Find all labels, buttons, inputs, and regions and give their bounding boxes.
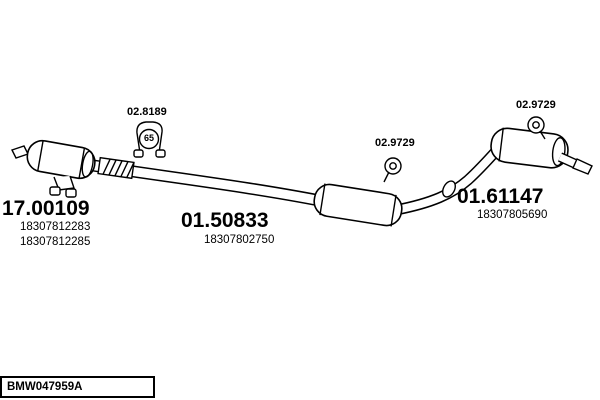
rubber-mount-1 xyxy=(383,157,402,183)
rubber-mount-2 xyxy=(527,116,546,140)
pipe-clamp xyxy=(442,180,456,198)
rear-muffler xyxy=(490,127,593,175)
tailpipe-tip xyxy=(572,158,593,175)
center-muffler xyxy=(313,183,403,227)
drawing-number-box: BMW047959A xyxy=(0,376,155,398)
part-number-catalyst-2: 18307812285 xyxy=(20,236,91,248)
drawing-number: BMW047959A xyxy=(7,381,83,393)
inlet-flange xyxy=(11,145,29,159)
part-code-catalyst: 17.00109 xyxy=(2,197,90,220)
mount-code-label-2: 02.9729 xyxy=(375,137,415,149)
part-code-rear-muffler: 01.61147 xyxy=(457,185,544,208)
part-number-center-muffler: 18307802750 xyxy=(204,234,275,246)
mount-code-label-3: 02.9729 xyxy=(516,99,556,111)
mount-bracket-65 xyxy=(133,121,166,158)
mount-badge-65: 65 xyxy=(143,133,154,143)
catalytic-converter xyxy=(11,139,96,198)
part-number-rear-muffler: 18307805690 xyxy=(477,209,548,221)
mount-code-label-1: 02.8189 xyxy=(127,106,167,118)
part-code-center-muffler: 01.50833 xyxy=(181,209,269,232)
part-number-catalyst-1: 18307812283 xyxy=(20,221,91,233)
flex-pipe xyxy=(97,156,135,180)
rear-pipe xyxy=(394,146,502,216)
